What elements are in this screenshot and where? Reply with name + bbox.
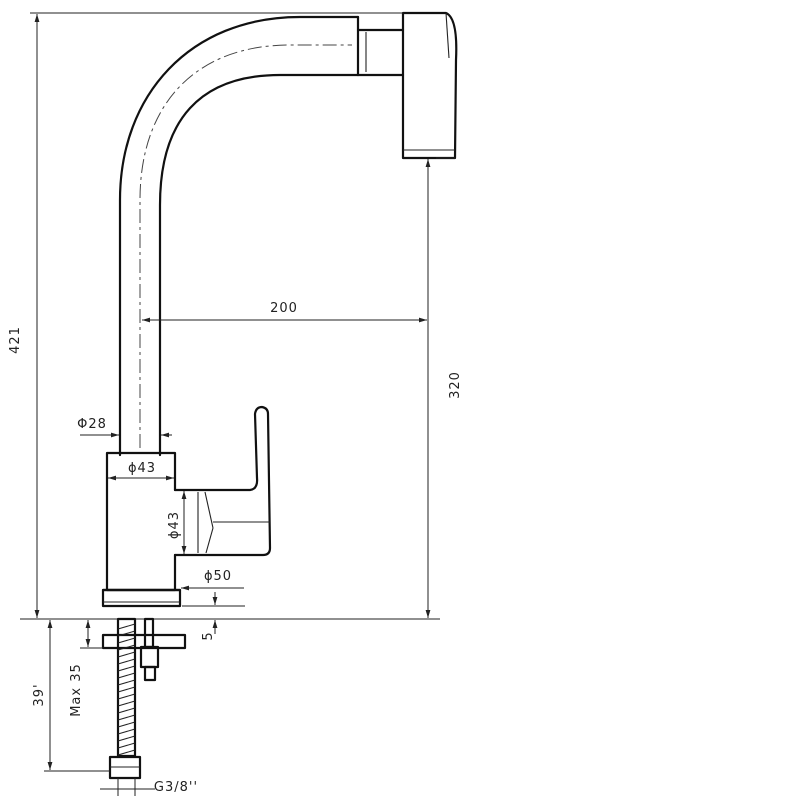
label-body-diameter: ϕ43 — [128, 461, 156, 476]
thread-hatch-line — [117, 651, 136, 658]
handle-lever — [173, 405, 272, 557]
label-max-countertop: Max 35 — [69, 663, 84, 717]
label-handle-diameter: ϕ43 — [167, 511, 182, 539]
dimension-thread: G3/8'' — [100, 778, 198, 796]
dimension-body-diameter: ϕ43 — [108, 461, 174, 481]
label-spout-diameter: Φ28 — [77, 417, 107, 432]
thread-hatch-line — [117, 686, 136, 693]
thread-hatch-line — [117, 728, 136, 735]
spray-head-body — [401, 11, 458, 160]
thread-hatch-line — [117, 637, 136, 644]
stud-nut — [139, 645, 160, 669]
dimension-hose-length: 39' — [32, 620, 110, 772]
handle — [173, 405, 272, 557]
thread-hatch-line — [117, 735, 136, 742]
thread-hatch-line — [117, 658, 136, 665]
dimension-handle-diameter: ϕ43 — [167, 491, 187, 554]
threaded-rod-hatching — [117, 623, 136, 756]
body-outline — [105, 451, 177, 592]
dimension-base-thickness: 5 — [182, 592, 245, 641]
mounting-hardware — [101, 617, 187, 780]
spout — [118, 15, 405, 457]
handle-cartridge-diag — [205, 527, 214, 554]
thread-hatch-line — [117, 679, 136, 686]
stud-tip — [143, 665, 157, 682]
supply-stud — [143, 617, 155, 649]
faucet-body — [101, 451, 182, 608]
dimension-max-countertop: Max 35 — [69, 620, 103, 717]
label-thread: G3/8'' — [154, 780, 198, 795]
dimension-spout-height: 320 — [425, 157, 463, 618]
thread-hatch-line — [117, 693, 136, 700]
label-421: 421 — [8, 326, 23, 354]
thread-hatch-line — [117, 742, 136, 749]
spray-head-lever — [445, 12, 450, 59]
dimension-base-diameter: ϕ50 — [181, 569, 244, 591]
thread-hatch-line — [117, 630, 136, 637]
spout-outer-edge — [118, 15, 360, 457]
label-hose-length: 39' — [32, 683, 47, 706]
label-5: 5 — [201, 631, 216, 640]
thread-hatch-line — [117, 714, 136, 721]
thread-hatch-line — [117, 672, 136, 679]
thread-hatch-line — [117, 707, 136, 714]
dimension-spout-diameter: Φ28 — [77, 417, 172, 438]
handle-cartridge-left — [204, 491, 214, 529]
thread-hatch-line — [117, 700, 136, 707]
spout-centerline — [139, 44, 352, 448]
thread-hatch-line — [117, 623, 136, 630]
spray-head — [401, 11, 458, 160]
spout-inner-edge — [158, 73, 360, 457]
thread-hatch-line — [117, 644, 136, 651]
dimension-overall-height: 421 — [8, 12, 403, 618]
label-base-diameter: ϕ50 — [204, 569, 232, 584]
thread-hatch-line — [117, 721, 136, 728]
dimension-reach: 200 — [142, 301, 427, 323]
thread-hatch-line — [117, 665, 136, 672]
label-200: 200 — [270, 301, 298, 316]
thread-hatch-line — [117, 749, 136, 756]
base-flange — [101, 588, 182, 608]
label-320: 320 — [448, 371, 463, 399]
